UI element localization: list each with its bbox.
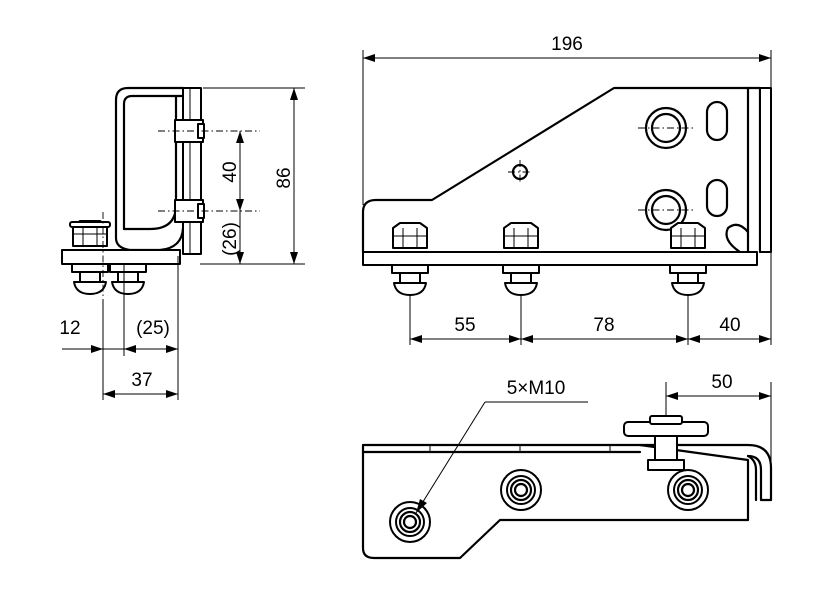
front-base-plate: [362, 251, 758, 266]
side-mounting-plate: [182, 87, 202, 255]
dim-side-offset-12: 12: [59, 318, 80, 339]
top-bolt-2: [499, 468, 543, 512]
front-nut-1: [392, 222, 428, 249]
front-lower-slot: [705, 178, 729, 218]
front-bracket-outline: [361, 86, 762, 254]
side-view: 40 (26) 86 12 (25) 37: [59, 86, 305, 400]
top-base-plate: [361, 443, 750, 560]
dim-side-bolt-spacing: 40: [220, 161, 241, 182]
front-upper-slot: [705, 100, 729, 142]
front-nut-3: [670, 222, 706, 249]
dim-front-pitch-2: 78: [593, 315, 614, 336]
dim-side-total-37: 37: [131, 370, 152, 391]
top-bolt-3: [666, 468, 710, 512]
dim-front-pitch-1: 55: [454, 315, 475, 336]
side-bracket-profile: [114, 86, 185, 231]
side-bolt-head-2: [109, 263, 147, 295]
side-bracket-bend: [114, 94, 185, 252]
front-bolt-3: [669, 264, 707, 296]
dim-front-total-width: 196: [551, 34, 583, 55]
dim-front-end-40: 40: [719, 315, 740, 336]
front-bolt-1: [391, 264, 429, 296]
top-view: 50 5×M10: [361, 372, 773, 560]
side-base-plate: [61, 249, 181, 265]
dim-side-height: 86: [274, 167, 295, 188]
front-bolt-2: [502, 264, 540, 296]
front-nut-2: [503, 222, 539, 249]
top-side-plate: [638, 443, 773, 502]
front-view: 196: [361, 34, 772, 345]
dim-top-offset-50: 50: [711, 372, 732, 393]
callout-bolt-spec: 5×M10: [507, 378, 566, 399]
dim-side-plate-offset: (26): [220, 222, 241, 256]
front-side-plate: [759, 87, 772, 253]
front-upper-hole: [644, 106, 688, 150]
dim-side-offset-25: (25): [136, 318, 170, 339]
top-bolt-1: [388, 500, 432, 544]
